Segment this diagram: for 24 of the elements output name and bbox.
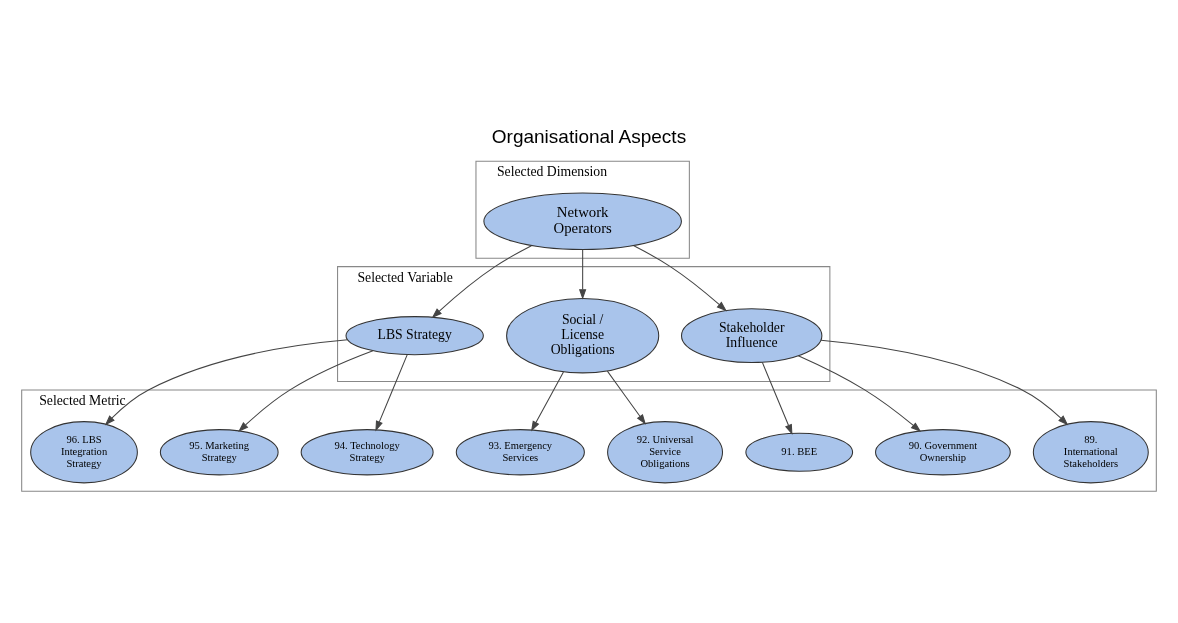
diagram-title: Organisational Aspects <box>491 125 687 147</box>
arrow <box>797 355 922 432</box>
arrow <box>431 245 532 319</box>
node-ellipse: 95. Marketing Strategy <box>159 429 279 476</box>
node-ellipse: 94. Technology Strategy <box>300 429 434 476</box>
arrow <box>761 361 793 435</box>
node-ellipse: Network Operators <box>483 192 682 251</box>
node-ellipse: 89. International Stakeholders <box>1032 421 1149 484</box>
node-ellipse: 93. Emergency Services <box>455 429 585 476</box>
node-ellipse: Social / License Obligations <box>506 297 660 374</box>
arrow <box>578 249 587 300</box>
node-ellipse: Stakeholder Influence <box>680 308 823 364</box>
arrow <box>633 245 727 312</box>
arrow <box>238 350 374 432</box>
node-ellipse: 91. BEE <box>745 432 854 472</box>
node-ellipse: 92. Universal Service Obligations <box>607 421 724 484</box>
arrow <box>375 354 408 432</box>
node-ellipse: 90. Government Ownership <box>875 429 1011 476</box>
arrow <box>531 371 564 432</box>
node-ellipse: 96. LBS Integration Strategy <box>30 421 138 484</box>
node-ellipse: LBS Strategy <box>345 316 484 356</box>
arrow <box>104 339 349 426</box>
arrow <box>606 370 646 425</box>
arrow <box>820 339 1069 426</box>
